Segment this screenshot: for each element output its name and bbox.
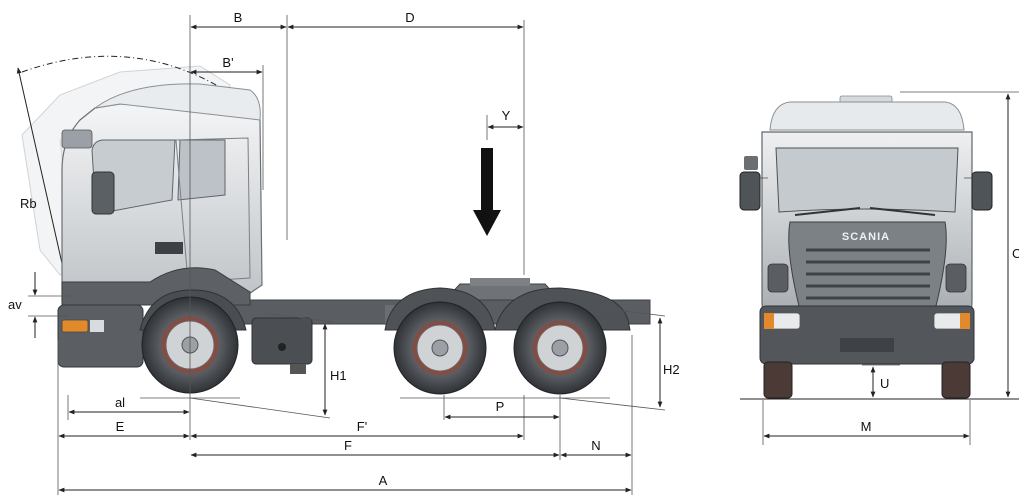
tilt-arc — [21, 55, 241, 101]
label-F: F — [344, 438, 352, 453]
label-M: M — [861, 419, 872, 434]
door-window — [177, 139, 226, 201]
left-mirror — [739, 171, 761, 211]
label-P: P — [496, 399, 505, 414]
label-D: D — [405, 10, 414, 25]
cab-roof — [94, 83, 261, 121]
tilt-radius-line — [16, 67, 69, 291]
label-N: N — [591, 438, 600, 453]
rear-wheel-1 — [393, 301, 487, 395]
side-dimensions: B D B' Y Rb av al E F' F N A — [8, 10, 680, 495]
truck-side-view — [16, 55, 651, 399]
front-left-tire — [763, 361, 793, 399]
label-H1: H1 — [330, 368, 347, 383]
label-Rb: Rb — [20, 196, 37, 211]
label-E: E — [116, 419, 125, 434]
front-indicator — [61, 319, 89, 333]
grille-brand-text: SCANIA — [842, 231, 890, 243]
truck-front-view: SCANIA — [739, 95, 993, 399]
label-A: A — [379, 473, 388, 488]
label-C: C — [1012, 246, 1019, 261]
front-right-tire — [941, 361, 971, 399]
right-mirror — [971, 171, 993, 211]
label-H2: H2 — [663, 362, 680, 377]
label-F-prime: F' — [357, 419, 367, 434]
front-view-bumper — [759, 305, 975, 365]
label-Y: Y — [502, 108, 511, 123]
front-bumper — [57, 304, 144, 368]
label-av: av — [8, 297, 22, 312]
label-U: U — [880, 376, 889, 391]
front-dimensions: C U M — [740, 91, 1019, 445]
rear-wheel-2 — [513, 301, 607, 395]
windscreen — [775, 147, 959, 213]
label-B: B — [234, 10, 243, 25]
fuel-tank — [251, 317, 313, 365]
front-roof — [769, 101, 965, 131]
side-mirror — [91, 171, 115, 215]
load-arrow — [473, 148, 501, 236]
label-al: al — [115, 395, 125, 410]
label-B-prime: B' — [222, 55, 233, 70]
cab-door — [175, 137, 251, 283]
